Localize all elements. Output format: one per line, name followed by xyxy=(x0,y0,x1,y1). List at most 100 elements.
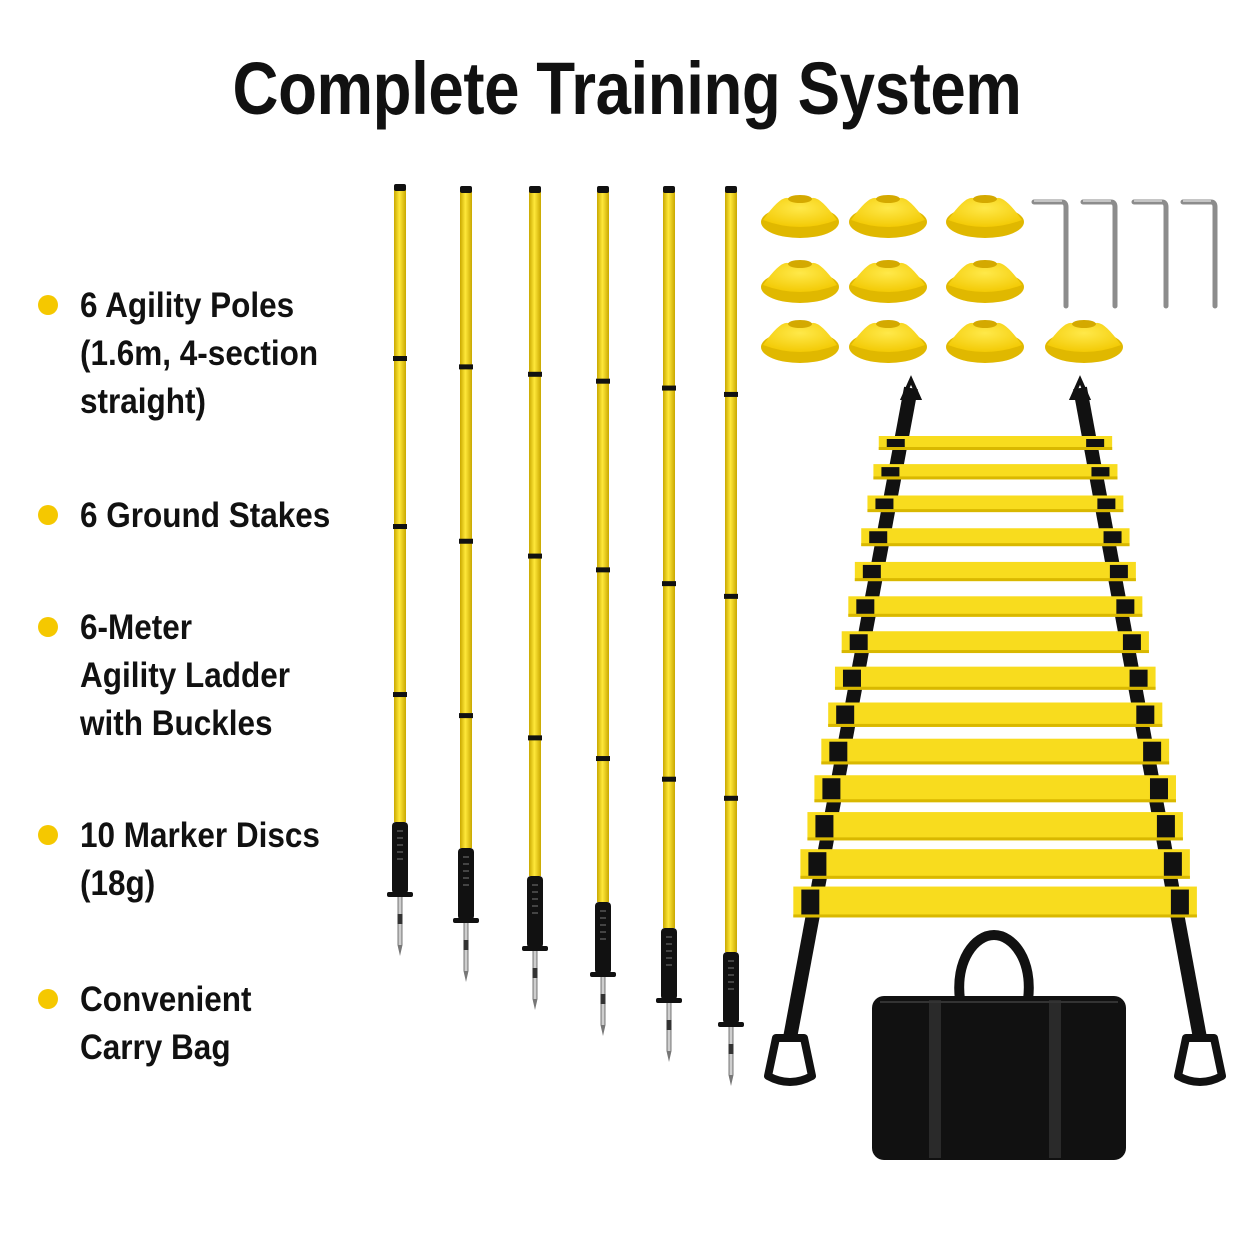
feature-text: 6-Meter Agility Ladder with Buckles xyxy=(80,608,291,743)
grip-ridge xyxy=(728,974,734,976)
rung-shadow xyxy=(854,578,1136,582)
rung-buckle-left xyxy=(869,531,888,544)
rung-shadow xyxy=(828,723,1163,727)
ladder-rung xyxy=(873,464,1118,480)
bullet-icon xyxy=(38,505,58,525)
agility-pole xyxy=(522,186,548,1010)
pole-cap xyxy=(460,186,472,193)
rung-shadow xyxy=(861,543,1130,547)
rung-shadow xyxy=(867,509,1124,513)
pole-cap xyxy=(725,186,737,193)
rung-buckle-right xyxy=(1143,741,1162,762)
agility-pole xyxy=(656,186,682,1062)
disc-dome xyxy=(763,262,837,292)
rung-shadow xyxy=(834,686,1156,690)
pole-joint xyxy=(528,371,542,377)
disc-dome xyxy=(948,197,1022,227)
disc-dome xyxy=(763,197,837,227)
bullet-icon xyxy=(38,825,58,845)
strap-top-loop xyxy=(1068,375,1092,400)
pole-flange xyxy=(590,972,616,977)
rung-buckle-left xyxy=(842,669,861,687)
ladder-rung xyxy=(821,738,1170,765)
disc-dome xyxy=(948,322,1022,352)
grip-ridge xyxy=(666,957,672,959)
feature-ground-stakes: 6 Ground Stakes xyxy=(38,492,368,540)
disc-dome xyxy=(851,322,925,352)
disc-dome xyxy=(851,262,925,292)
pole-joint xyxy=(596,567,610,573)
ladder-rung xyxy=(814,775,1176,803)
rung-buckle-left xyxy=(875,498,894,510)
pole-joint xyxy=(459,538,473,544)
pole-joint xyxy=(393,692,407,698)
stake-rod xyxy=(1080,199,1118,309)
agility-pole xyxy=(387,184,413,956)
ladder-rung xyxy=(800,849,1190,879)
rung-plate xyxy=(841,631,1149,654)
grip-ridge xyxy=(600,938,606,940)
pole-joint xyxy=(596,378,610,384)
grip-ridge xyxy=(728,960,734,962)
rung-buckle-right xyxy=(1109,564,1128,579)
disc-hole xyxy=(876,320,900,328)
stake-band xyxy=(463,940,469,950)
grip-ridge xyxy=(666,950,672,952)
disc-dome xyxy=(851,197,925,227)
rung-buckle-left xyxy=(856,599,875,614)
grip-ridge xyxy=(463,863,469,865)
carry-bag xyxy=(872,929,1126,1160)
pole-joint xyxy=(724,391,738,397)
tent-stake xyxy=(1031,199,1069,309)
stake-band xyxy=(666,1020,672,1030)
pole-flange xyxy=(522,946,548,951)
marker-disc xyxy=(849,320,927,363)
ladder-rung xyxy=(793,886,1197,918)
marker-disc xyxy=(1045,320,1123,363)
rung-shadow xyxy=(793,914,1197,918)
rung-buckle-right xyxy=(1103,531,1122,544)
pole-shaft xyxy=(394,188,406,822)
stake-rod xyxy=(1031,199,1069,309)
pole-shaft xyxy=(597,190,609,902)
rung-shadow xyxy=(800,875,1190,879)
agility-poles-group xyxy=(387,184,744,1086)
bullet-icon xyxy=(38,295,58,315)
grip-ridge xyxy=(666,943,672,945)
tent-stake xyxy=(1080,199,1118,309)
strap-end-handle xyxy=(1174,1034,1226,1086)
rung-buckle-left xyxy=(886,439,905,447)
grip-ridge xyxy=(532,898,538,900)
rung-plate xyxy=(878,436,1113,450)
ladder-rung xyxy=(807,812,1183,841)
ladder-rung xyxy=(841,631,1149,654)
pole-joint xyxy=(662,385,676,391)
pole-joint xyxy=(662,776,676,782)
disc-hole xyxy=(876,260,900,268)
pole-shaft xyxy=(663,190,675,928)
grip-ridge xyxy=(397,858,403,860)
pole-joint xyxy=(459,364,473,370)
grip-ridge xyxy=(728,981,734,983)
rung-plate xyxy=(873,464,1118,480)
rung-buckle-left xyxy=(808,852,827,876)
rung-shadow xyxy=(807,837,1183,841)
rung-plate xyxy=(834,666,1156,690)
grip-ridge xyxy=(600,924,606,926)
disc-hole xyxy=(788,260,812,268)
pole-cap xyxy=(663,186,675,193)
ladder-rung xyxy=(854,561,1136,582)
stake-band xyxy=(532,968,538,978)
grip-ridge xyxy=(397,844,403,846)
feature-text: 6 Agility Poles (1.6m, 4-section straigh… xyxy=(80,286,319,421)
grip-ridge xyxy=(728,967,734,969)
grip-ridge xyxy=(397,837,403,839)
ladder-strap-left xyxy=(764,375,923,1086)
grip-ridge xyxy=(532,891,538,893)
disc-hole xyxy=(876,195,900,203)
strap-end-handle xyxy=(764,1034,816,1086)
agility-pole xyxy=(590,186,616,1036)
disc-dome xyxy=(1047,322,1121,352)
stake-rod xyxy=(1131,199,1169,309)
